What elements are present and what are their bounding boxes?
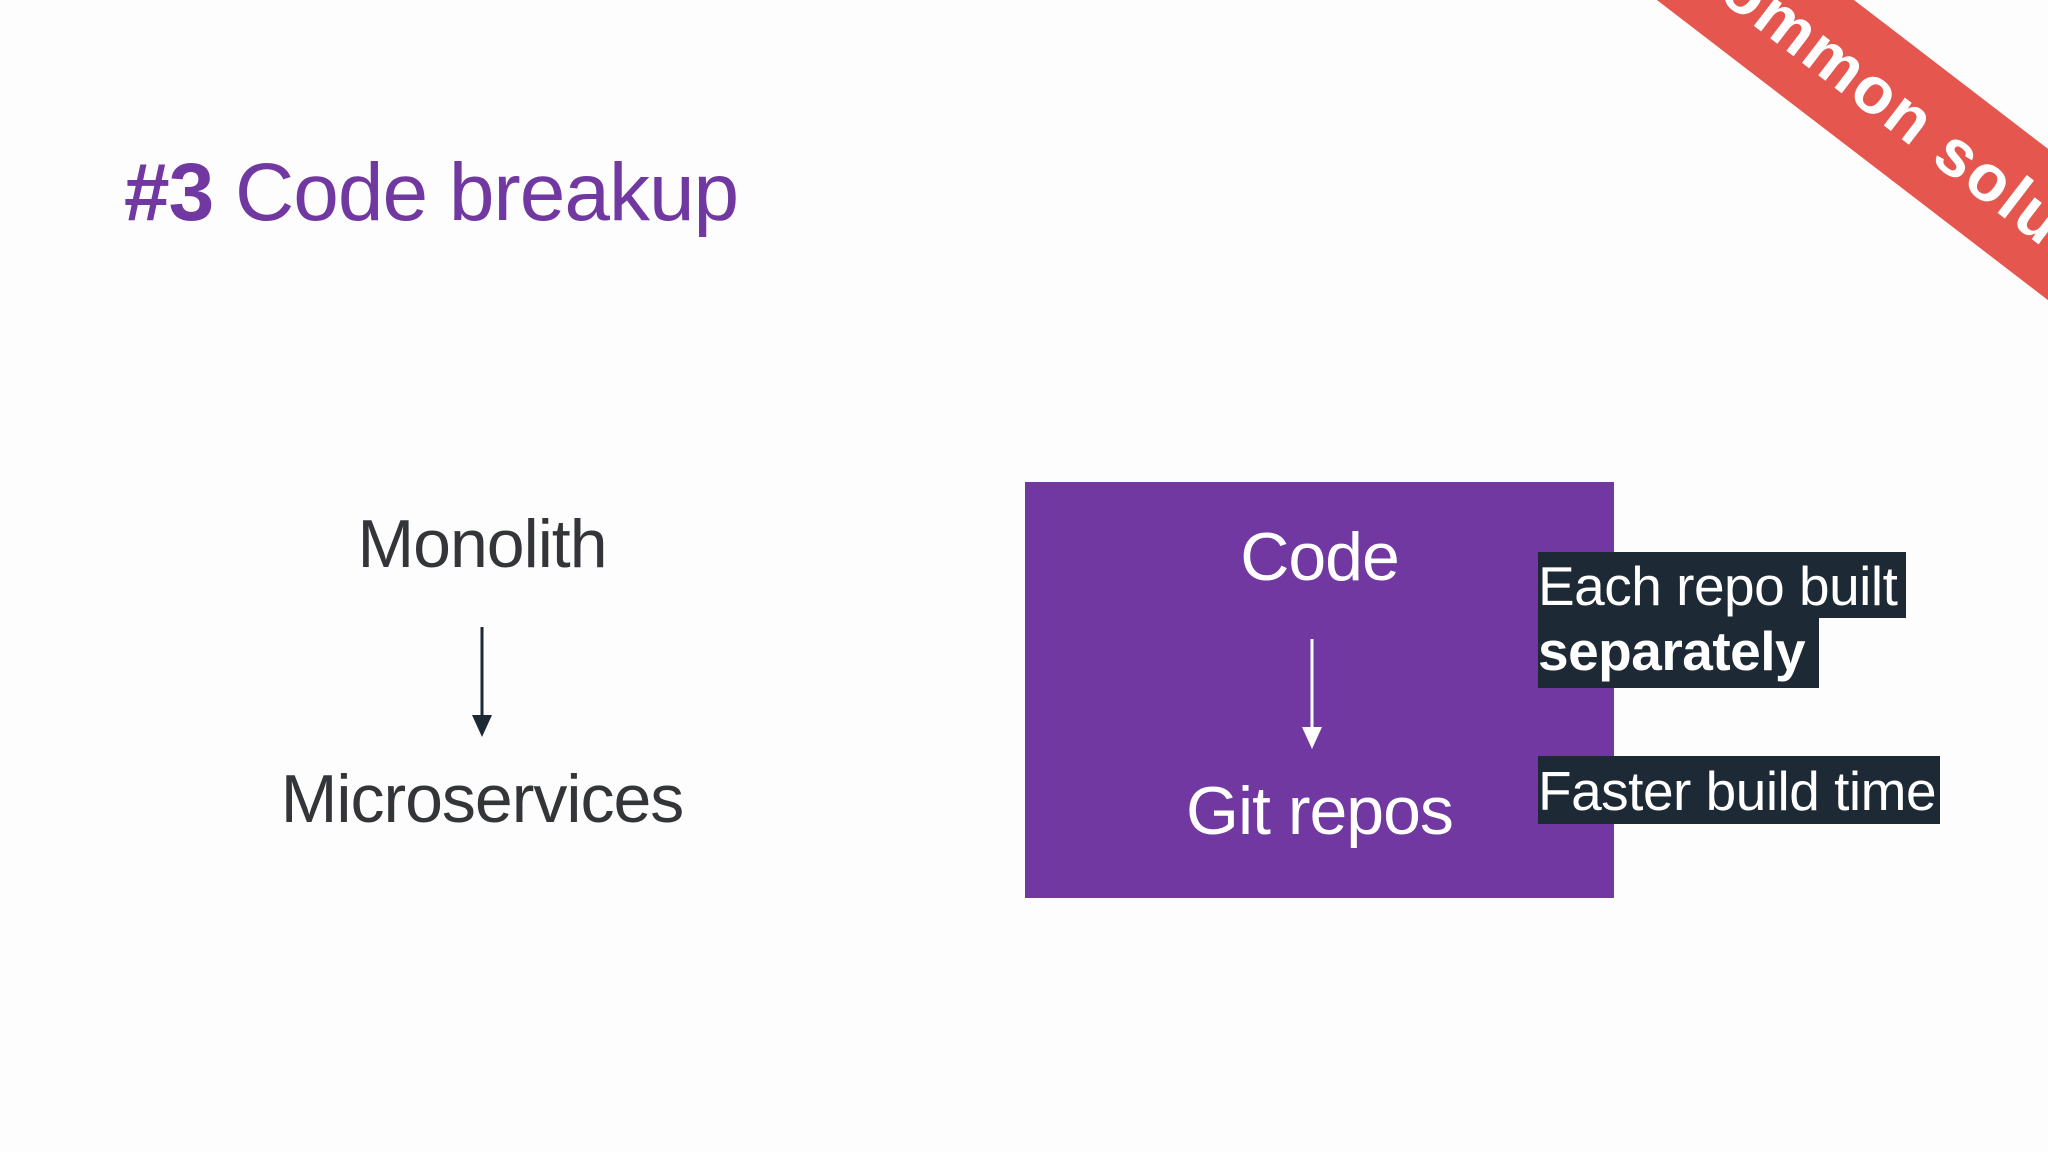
- microservices-label: Microservices: [280, 761, 685, 837]
- slide-title: #3 Code breakup: [124, 152, 739, 234]
- code-box: [1025, 482, 1614, 898]
- callout-separately: separately: [1538, 618, 1819, 688]
- right-down-arrow-icon: [1302, 639, 1322, 749]
- monolith-label: Monolith: [357, 506, 607, 582]
- code-label: Code: [1240, 519, 1400, 595]
- git-repos-label: Git repos: [1186, 773, 1454, 849]
- title-text: Code breakup: [235, 147, 739, 238]
- left-down-arrow-icon: [472, 627, 492, 737]
- callout-each-repo-built: Each repo built: [1538, 552, 1906, 618]
- title-number: #3: [124, 147, 214, 238]
- callout-faster-build-time: Faster build time: [1538, 756, 1940, 824]
- common-solution-banner-text: common solution: [1677, 0, 2048, 338]
